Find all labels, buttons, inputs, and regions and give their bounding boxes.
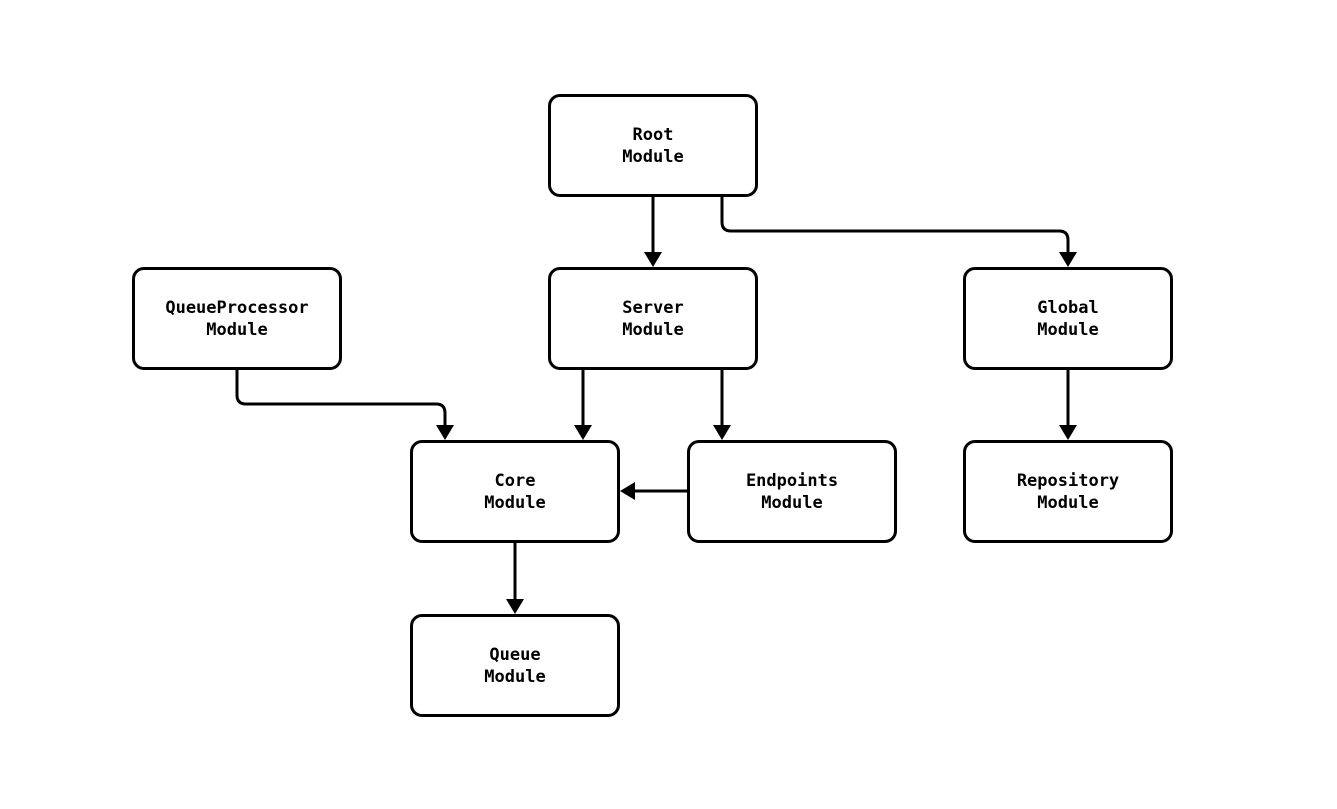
edge-queueprocessor-to-core-arrowhead bbox=[436, 425, 454, 440]
endpoints-module-node-label-line2: Module bbox=[761, 492, 823, 513]
endpoints-module-node-label-line1: Endpoints bbox=[745, 470, 839, 491]
repository-module-node-label-line2: Module bbox=[1037, 492, 1099, 513]
core-module-node-label-line2: Module bbox=[484, 492, 546, 513]
root-module-node-label-line1: Root bbox=[632, 124, 674, 145]
edge-root-to-global-arrowhead bbox=[1059, 252, 1077, 267]
queueprocessor-module-node-label-line2: Module bbox=[206, 319, 268, 340]
queue-module-node-label-line1: Queue bbox=[489, 644, 541, 665]
server-module-node-label-line1: Server bbox=[622, 297, 684, 318]
queue-module-node-label-line2: Module bbox=[484, 666, 546, 687]
queueprocessor-module-node-label-line1: QueueProcessor bbox=[165, 297, 309, 318]
core-module-node-label-line1: Core bbox=[494, 470, 536, 491]
server-module-node-label-line2: Module bbox=[622, 319, 684, 340]
edge-server-to-endpoints-arrowhead bbox=[713, 425, 731, 440]
edge-global-to-repository-arrowhead bbox=[1059, 425, 1077, 440]
global-module-node-label-line2: Module bbox=[1037, 319, 1099, 340]
repository-module-node-label-line1: Repository bbox=[1016, 470, 1120, 491]
root-module-node-label-line2: Module bbox=[622, 146, 684, 167]
edge-endpoints-to-core-arrowhead bbox=[620, 482, 635, 500]
edge-queueprocessor-to-core bbox=[235, 370, 447, 425]
edge-root-to-global bbox=[720, 197, 1070, 252]
edge-core-to-queue-arrowhead bbox=[506, 599, 524, 614]
global-module-node-label-line1: Global bbox=[1037, 297, 1099, 318]
edge-server-to-core-arrowhead bbox=[574, 425, 592, 440]
edge-root-to-server-arrowhead bbox=[644, 252, 662, 267]
